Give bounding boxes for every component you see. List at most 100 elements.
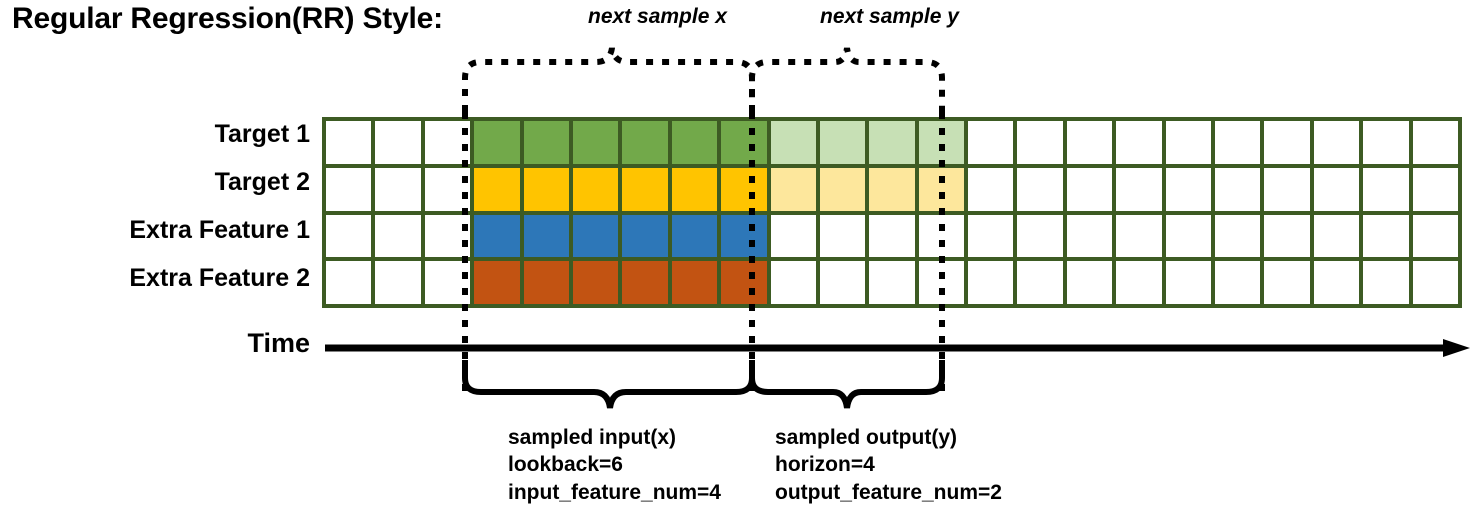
grid-cell-target-1-9 bbox=[721, 121, 767, 164]
grid-cell-extra-feature-1-19 bbox=[1215, 214, 1261, 258]
brace-next-sample-x bbox=[462, 47, 755, 112]
callout-sampled-output-line-3: output_feature_num=2 bbox=[775, 480, 1002, 504]
grid-cell-extra-feature-1-14 bbox=[968, 214, 1014, 258]
grid-cell-target-1-4 bbox=[474, 121, 520, 164]
grid-cell-target-1-14 bbox=[968, 121, 1014, 164]
grid-cell-extra-feature-1-2 bbox=[375, 214, 421, 258]
grid-cell-target-1-18 bbox=[1165, 121, 1212, 164]
grid-cell-extra-feature-1-10 bbox=[770, 214, 816, 258]
grid-cell-target-2-3 bbox=[424, 167, 471, 211]
grid-cell-target-2-1 bbox=[326, 167, 372, 211]
grid-cell-extra-feature-2-13 bbox=[918, 261, 965, 304]
grid-cell-extra-feature-2-19 bbox=[1215, 261, 1261, 304]
grid-cell-target-1-12 bbox=[869, 121, 915, 164]
callout-next-sample-y: next sample y bbox=[820, 5, 959, 28]
grid-cell-extra-feature-1-6 bbox=[572, 214, 619, 258]
grid-cell-extra-feature-2-1 bbox=[326, 261, 372, 304]
brace-next-sample-y bbox=[749, 47, 945, 112]
grid-cell-target-2-10 bbox=[770, 167, 816, 211]
grid-cell-extra-feature-2-21 bbox=[1313, 261, 1360, 304]
grid-cell-target-2-19 bbox=[1215, 167, 1261, 211]
timeline-grid bbox=[322, 117, 1462, 308]
callout-sampled-input-line-1: sampled input(x) bbox=[508, 426, 677, 449]
callout-sampled-output-line-2: horizon=4 bbox=[775, 453, 875, 477]
grid-cell-target-2-18 bbox=[1165, 167, 1212, 211]
grid-cell-extra-feature-1-17 bbox=[1116, 214, 1162, 258]
row-label-target-2: Target 2 bbox=[214, 168, 310, 196]
grid-cell-target-2-5 bbox=[523, 167, 569, 211]
grid-cell-target-2-11 bbox=[819, 167, 866, 211]
callout-sampled-output-line-1: sampled output(y) bbox=[775, 426, 957, 449]
grid-cell-target-2-8 bbox=[671, 167, 718, 211]
grid-cell-extra-feature-2-18 bbox=[1165, 261, 1212, 304]
grid-cell-target-2-9 bbox=[721, 167, 767, 211]
grid-cell-target-2-20 bbox=[1264, 167, 1310, 211]
page-title: Regular Regression(RR) Style: bbox=[12, 2, 443, 35]
callout-sampled-input: sampled input(x) lookback=6 input_featur… bbox=[508, 424, 721, 506]
grid-cell-extra-feature-2-2 bbox=[375, 261, 421, 304]
grid-cell-extra-feature-2-12 bbox=[869, 261, 915, 304]
grid-cell-extra-feature-1-3 bbox=[424, 214, 471, 258]
grid-cell-target-1-16 bbox=[1066, 121, 1113, 164]
grid-cell-target-2-15 bbox=[1017, 167, 1063, 211]
grid-cell-target-1-17 bbox=[1116, 121, 1162, 164]
grid-cell-target-2-14 bbox=[968, 167, 1014, 211]
time-axis-arrow bbox=[325, 339, 1470, 357]
grid-cell-target-2-2 bbox=[375, 167, 421, 211]
grid-cell-target-1-19 bbox=[1215, 121, 1261, 164]
grid-cell-target-1-22 bbox=[1363, 121, 1409, 164]
grid-cell-extra-feature-1-1 bbox=[326, 214, 372, 258]
callout-sampled-output: sampled output(y) horizon=4 output_featu… bbox=[775, 424, 1002, 506]
grid-cell-target-1-21 bbox=[1313, 121, 1360, 164]
grid-cell-target-2-6 bbox=[572, 167, 619, 211]
grid-cell-extra-feature-2-16 bbox=[1066, 261, 1113, 304]
grid-cell-extra-feature-1-22 bbox=[1363, 214, 1409, 258]
row-label-target-1: Target 1 bbox=[214, 120, 310, 148]
grid-cell-target-2-21 bbox=[1313, 167, 1360, 211]
grid-cell-extra-feature-1-18 bbox=[1165, 214, 1212, 258]
grid-cell-target-2-4 bbox=[474, 167, 520, 211]
brace-sampled-input bbox=[462, 360, 755, 409]
grid-cell-target-1-13 bbox=[918, 121, 965, 164]
grid-cell-target-1-1 bbox=[326, 121, 372, 164]
brace-sampled-output bbox=[749, 360, 945, 409]
grid-cell-extra-feature-2-22 bbox=[1363, 261, 1409, 304]
grid-cell-extra-feature-1-11 bbox=[819, 214, 866, 258]
grid-cell-extra-feature-1-5 bbox=[523, 214, 569, 258]
grid-cell-target-1-6 bbox=[572, 121, 619, 164]
row-label-extra-feature-1: Extra Feature 1 bbox=[129, 216, 310, 244]
grid-cell-target-2-7 bbox=[622, 167, 668, 211]
grid-cell-target-1-15 bbox=[1017, 121, 1063, 164]
grid-cell-target-1-11 bbox=[819, 121, 866, 164]
grid-cell-target-1-20 bbox=[1264, 121, 1310, 164]
grid-cell-target-2-13 bbox=[918, 167, 965, 211]
grid-cell-extra-feature-2-6 bbox=[572, 261, 619, 304]
grid-cell-extra-feature-2-11 bbox=[819, 261, 866, 304]
grid-cell-extra-feature-2-15 bbox=[1017, 261, 1063, 304]
callout-sampled-input-line-2: lookback=6 bbox=[508, 453, 623, 477]
grid-cell-target-2-22 bbox=[1363, 167, 1409, 211]
grid-cell-extra-feature-1-13 bbox=[918, 214, 965, 258]
grid-cell-target-1-23 bbox=[1412, 121, 1458, 164]
grid-cell-extra-feature-1-12 bbox=[869, 214, 915, 258]
grid-cell-target-1-10 bbox=[770, 121, 816, 164]
grid-cell-extra-feature-2-5 bbox=[523, 261, 569, 304]
grid-cell-target-2-17 bbox=[1116, 167, 1162, 211]
grid-cell-extra-feature-2-8 bbox=[671, 261, 718, 304]
grid-cell-target-1-8 bbox=[671, 121, 718, 164]
grid-cell-extra-feature-1-21 bbox=[1313, 214, 1360, 258]
grid-cell-target-1-2 bbox=[375, 121, 421, 164]
grid-cell-extra-feature-2-3 bbox=[424, 261, 471, 304]
grid-cell-target-1-3 bbox=[424, 121, 471, 164]
callout-next-sample-x: next sample x bbox=[588, 5, 727, 28]
grid-cell-extra-feature-1-16 bbox=[1066, 214, 1113, 258]
grid-cell-extra-feature-1-4 bbox=[474, 214, 520, 258]
grid-cell-target-2-16 bbox=[1066, 167, 1113, 211]
grid-cell-extra-feature-2-4 bbox=[474, 261, 520, 304]
grid-cell-extra-feature-1-7 bbox=[622, 214, 668, 258]
grid-cell-extra-feature-2-17 bbox=[1116, 261, 1162, 304]
grid-cell-extra-feature-2-10 bbox=[770, 261, 816, 304]
row-label-extra-feature-2: Extra Feature 2 bbox=[129, 264, 310, 292]
grid-cell-extra-feature-1-9 bbox=[721, 214, 767, 258]
